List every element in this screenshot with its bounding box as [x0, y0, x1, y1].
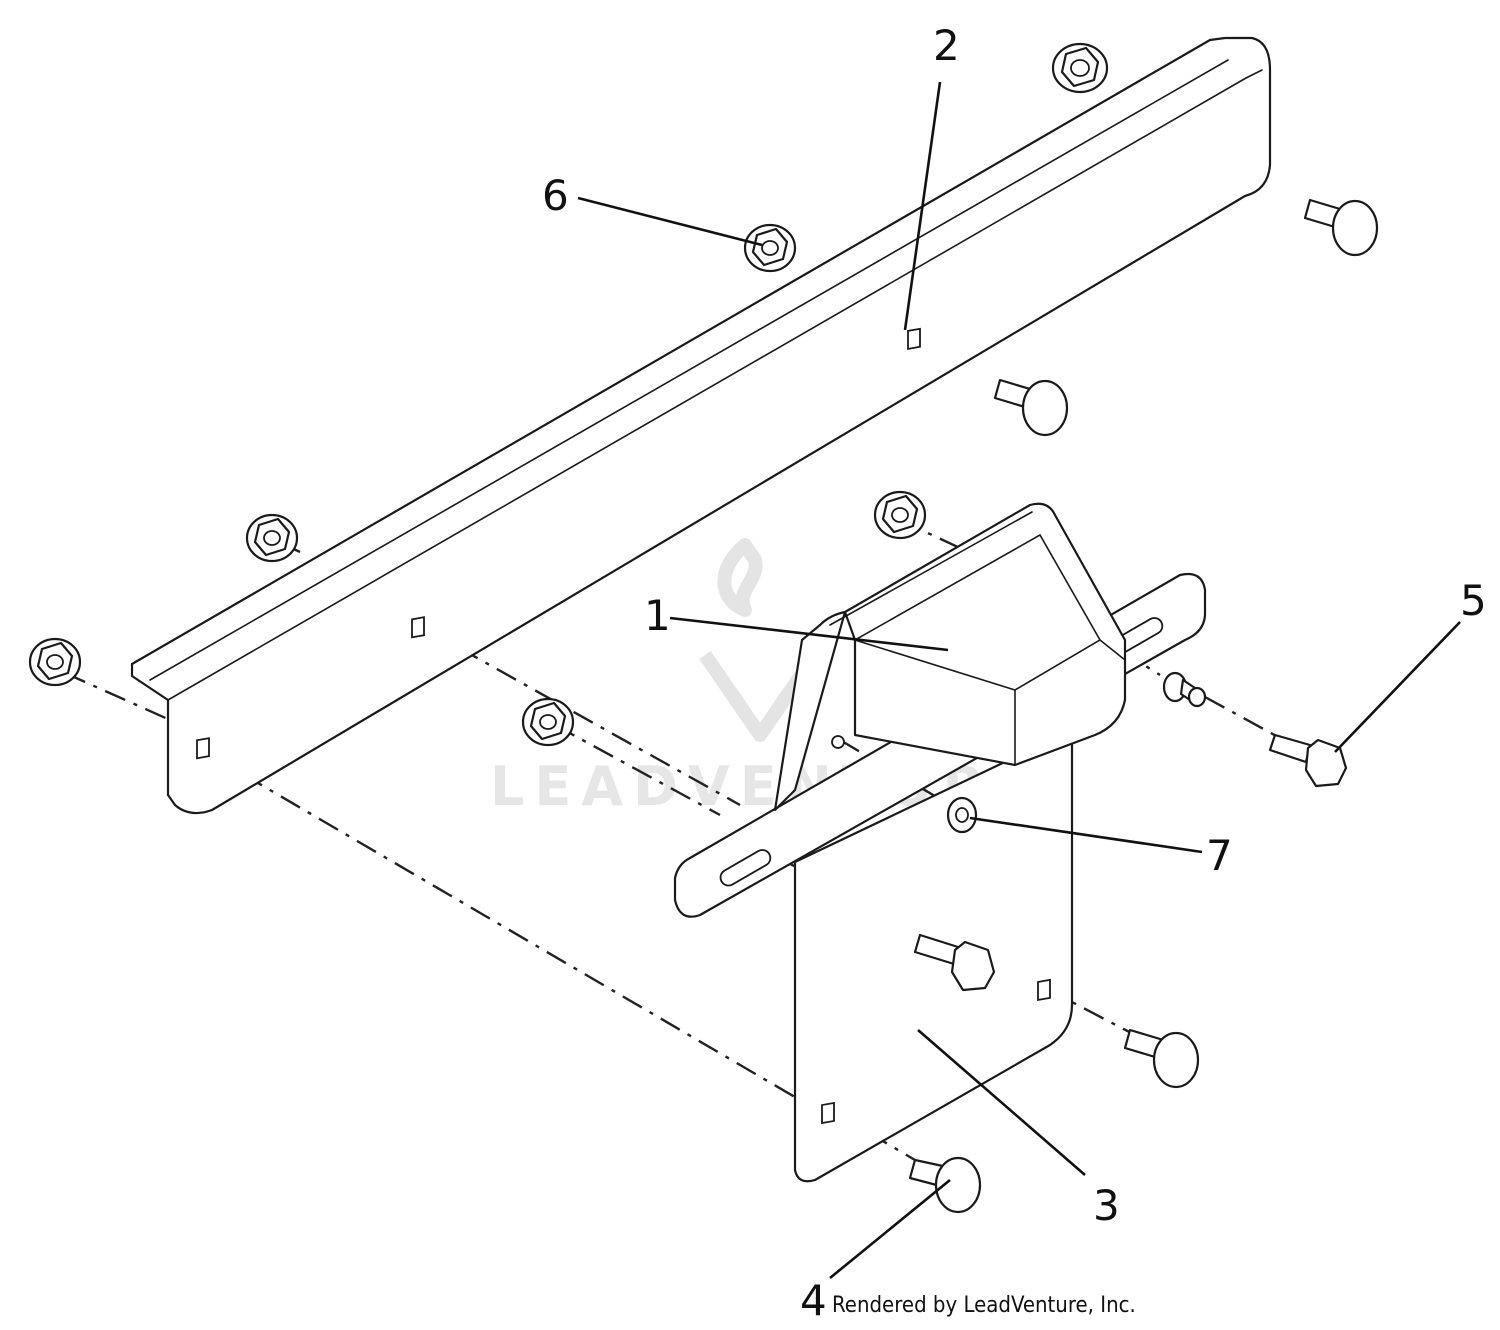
assembly-line: [1204, 695, 1281, 740]
square-hole: [411, 616, 425, 639]
callout-7: 7: [1206, 831, 1233, 880]
leader-lines: [577, 81, 1461, 1280]
angle-bracket-part-2: [130, 36, 1272, 815]
leader-line-2: [903, 81, 942, 331]
assembly-line: [204, 750, 801, 1102]
assembly-line: [554, 723, 721, 817]
leader-line-7: [969, 816, 1203, 854]
square-hole: [1037, 978, 1051, 1002]
hex-bolts-part-5: [913, 733, 1348, 992]
leader-line-6: [577, 196, 763, 247]
hex-bolt: [913, 933, 996, 992]
credit-text: Rendered by LeadVenture, Inc.: [832, 1293, 1136, 1318]
hex-bolt: [1268, 733, 1348, 788]
leader-line-4: [829, 1178, 951, 1280]
leader-line-1: [669, 616, 949, 652]
flange-nut: [1051, 42, 1109, 94]
flange-nuts-part-6: [28, 42, 1109, 747]
watermark-flame-icon: [717, 538, 763, 617]
square-hole: [821, 1101, 835, 1125]
callout-6: 6: [542, 171, 569, 220]
square-hole: [196, 737, 210, 760]
pin-hole: [831, 735, 845, 749]
slot-hole: [719, 849, 772, 887]
hitch-part-1: [673, 502, 1207, 918]
square-hole: [907, 327, 921, 350]
flange-nut: [873, 490, 927, 540]
callout-3: 3: [1093, 1181, 1120, 1230]
flange-nut: [743, 223, 797, 273]
pin: [1162, 671, 1207, 708]
pins-part-7: [946, 671, 1207, 834]
carriage-bolt: [1123, 1028, 1200, 1089]
leader-line-5: [1334, 621, 1461, 753]
callout-4: 4: [800, 1276, 827, 1325]
carriage-bolt: [908, 1156, 982, 1214]
carriage-bolt: [1303, 198, 1379, 257]
carriage-bolts-part-4: [908, 198, 1379, 1214]
carriage-bolt: [993, 378, 1069, 437]
callout-2: 2: [933, 21, 960, 70]
flange-nut: [521, 697, 575, 747]
assembly-line: [64, 671, 171, 722]
callout-1: 1: [644, 591, 671, 640]
pin: [946, 796, 978, 834]
callout-labels: 1 2 3 4 5 6 7: [542, 21, 1487, 1325]
leader-line-3: [917, 1029, 1086, 1176]
flange-nut: [245, 513, 299, 563]
callout-5: 5: [1460, 576, 1487, 625]
flange-nut: [28, 637, 82, 687]
